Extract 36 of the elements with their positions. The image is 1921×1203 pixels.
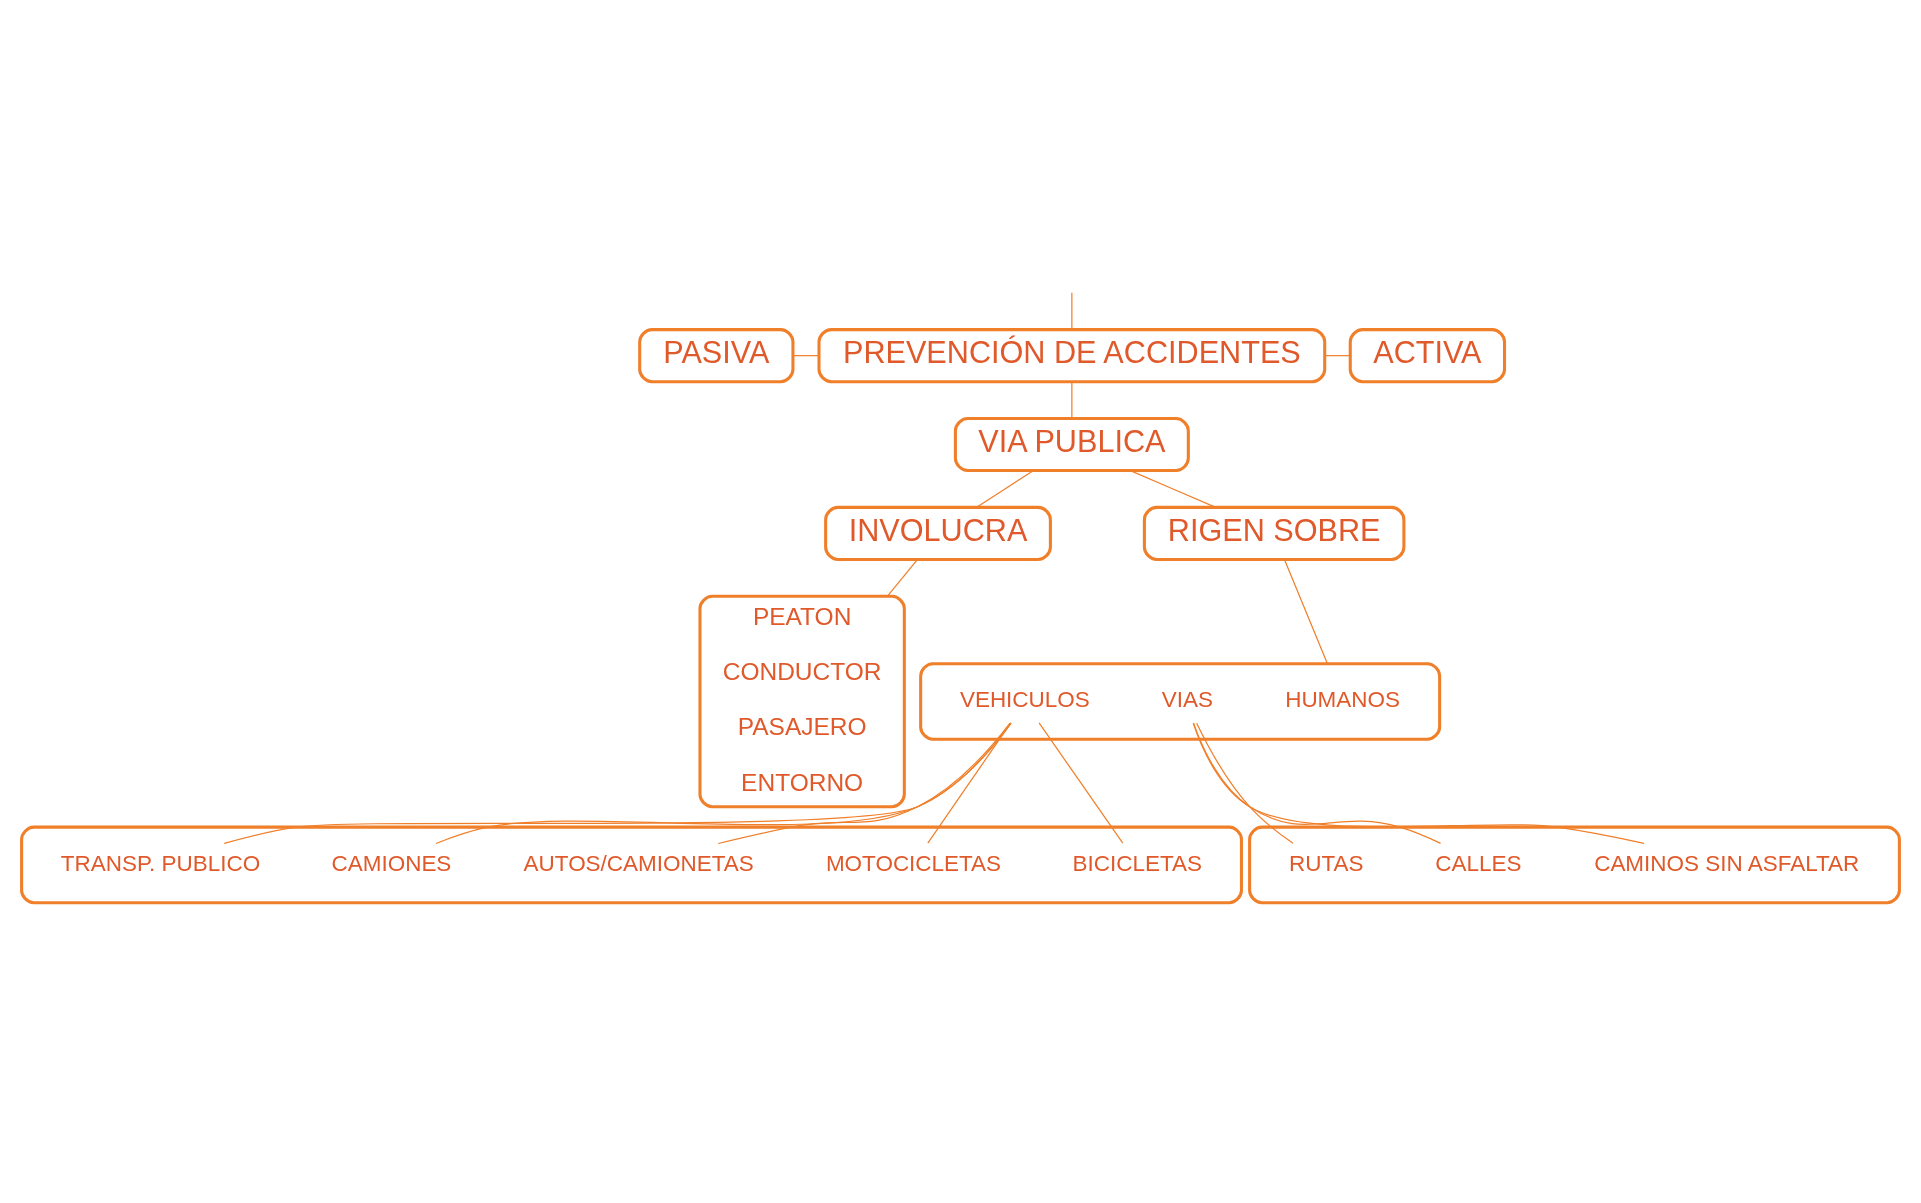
node-text: CAMIONES <box>331 850 452 876</box>
node-text: BICICLETAS <box>1072 850 1202 876</box>
node-box: PREVENCIÓN DE ACCIDENTES <box>817 328 1327 384</box>
connector <box>1192 722 1645 844</box>
connector <box>1038 722 1124 844</box>
connector <box>717 722 1011 845</box>
node-box: PEATON CONDUCTOR PASAJERO ENTORNO <box>698 594 906 809</box>
node-text: VEHICULOS <box>959 687 1090 713</box>
node-text: CALLES <box>1435 850 1522 876</box>
connector <box>1129 470 1217 508</box>
connector <box>1324 355 1351 357</box>
connector <box>1196 722 1294 844</box>
node-text: CAMINOS SIN ASFALTAR <box>1594 850 1860 876</box>
connector <box>792 355 820 357</box>
connector <box>1283 559 1329 665</box>
node-text: VIAS <box>1161 687 1213 713</box>
node-box: RIGEN SOBRE <box>1142 505 1406 561</box>
connector <box>223 722 1012 845</box>
node-text: AUTOS/CAMIONETAS <box>523 850 754 876</box>
connector <box>1192 722 1442 844</box>
node-text: HUMANOS <box>1285 687 1401 713</box>
connector <box>886 559 918 597</box>
node-text: RUTAS <box>1289 850 1364 876</box>
node-box: INVOLUCRA <box>824 505 1052 561</box>
connector <box>976 470 1034 508</box>
cluster <box>20 825 1243 905</box>
node-box: PASIVA <box>638 328 795 384</box>
node-box: ACTIVA <box>1348 328 1507 384</box>
node-box: VIA PUBLICA <box>953 416 1190 473</box>
connector <box>435 722 1012 845</box>
connector <box>1071 381 1073 420</box>
node-text: TRANSP. PUBLICO <box>60 850 261 876</box>
connector <box>1071 292 1073 331</box>
node-text: MOTOCICLETAS <box>825 850 1002 876</box>
cluster <box>919 662 1442 741</box>
cluster <box>1248 825 1901 905</box>
